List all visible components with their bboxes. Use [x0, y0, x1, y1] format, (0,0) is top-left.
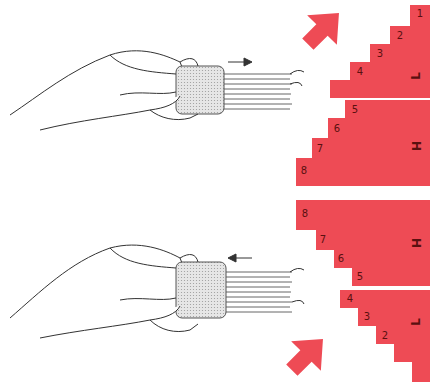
- card-l: [340, 290, 430, 382]
- callout-number: 1: [417, 9, 423, 19]
- callout-number: 3: [377, 49, 383, 59]
- hand-with-stack: [10, 245, 304, 338]
- callout-number: 5: [352, 105, 358, 115]
- callout-number: 3: [364, 312, 370, 322]
- card-h: [296, 100, 430, 186]
- callout-number: 8: [302, 209, 308, 219]
- card-l: [330, 5, 430, 98]
- callout-number: 6: [334, 124, 340, 134]
- callout-number: 2: [397, 31, 403, 41]
- callout-number: 6: [338, 254, 344, 264]
- callout-number: 2: [382, 331, 388, 341]
- red-arrow: [277, 324, 338, 384]
- card-letter: H: [410, 141, 422, 151]
- card-letter: L: [410, 318, 422, 326]
- callout-number: 4: [347, 294, 353, 304]
- callout-number: 7: [317, 144, 323, 154]
- hand-with-stack: [10, 51, 304, 130]
- callout-number: 4: [357, 67, 363, 77]
- card-letter: H: [410, 238, 422, 248]
- callout-number: 7: [320, 235, 326, 245]
- card-letter: L: [410, 72, 422, 80]
- card-h: [296, 200, 430, 286]
- red-arrow: [293, 0, 354, 59]
- callout-number: 8: [301, 166, 307, 176]
- callout-number: 5: [357, 272, 363, 282]
